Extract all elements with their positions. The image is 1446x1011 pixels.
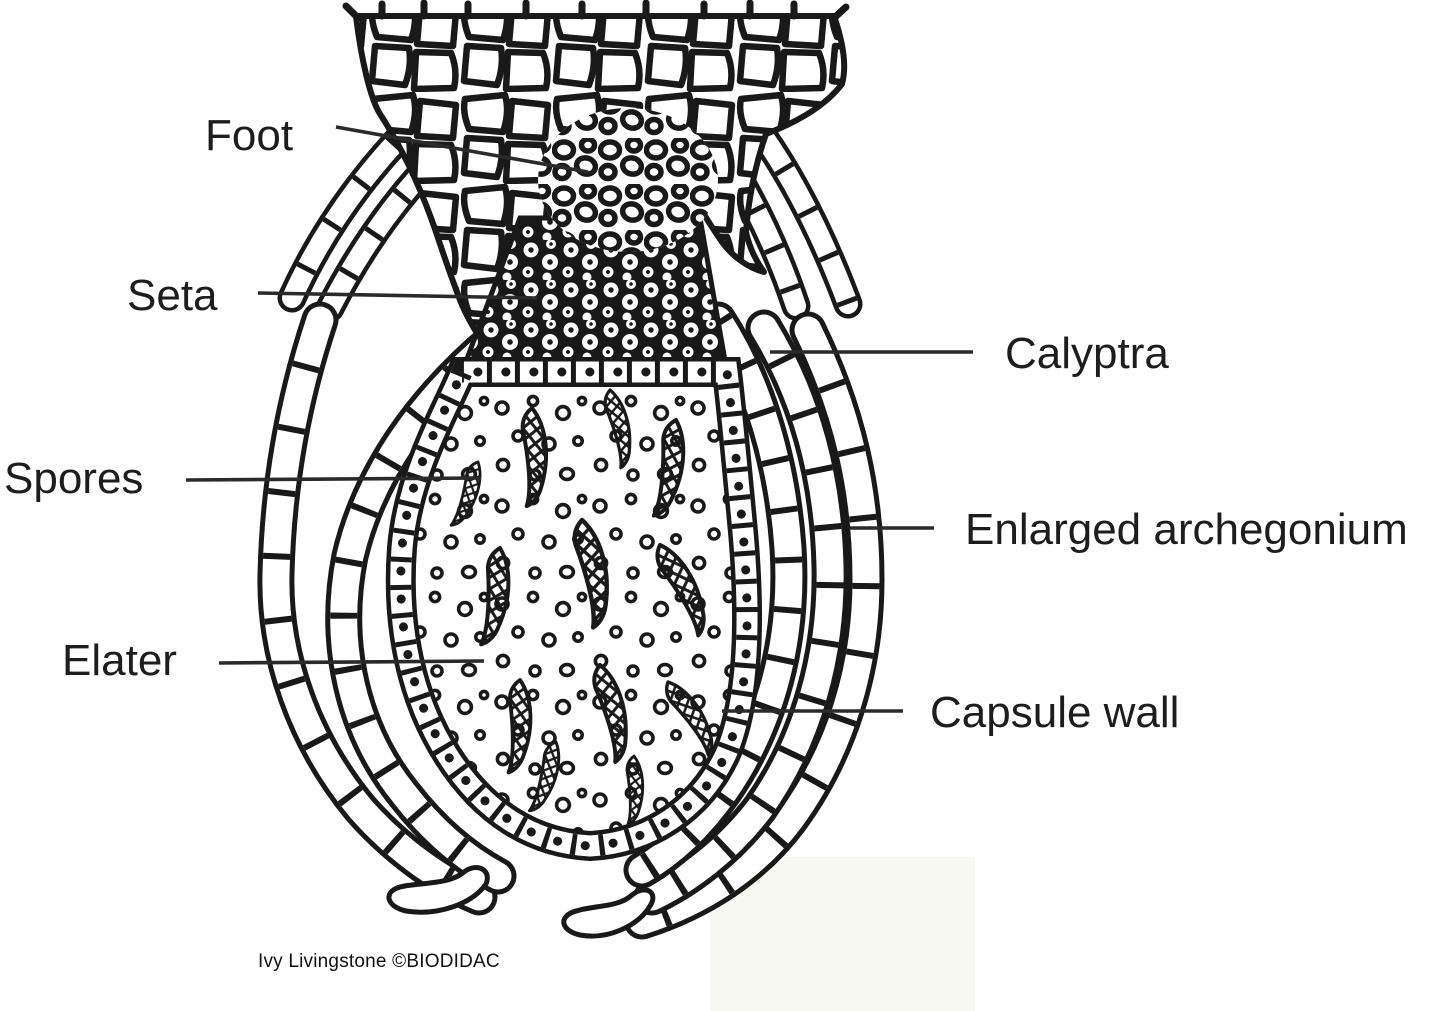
left-sheath-drawing [276,106,498,912]
leader-lines [185,125,973,713]
foot-region-drawing [538,108,718,252]
left-sheath-tip-curl [386,865,490,915]
right-sheath-drawing [561,126,866,939]
foot-leader-line [335,125,589,174]
right-sheath-tip-curl [561,887,656,939]
tissue-top-stubs [342,0,850,22]
image-credit: Ivy Livingstone ©BIODIDAC [258,951,500,972]
label-capsule-wall: Capsule wall [930,688,1180,737]
seta-leader-line [257,291,538,300]
capsule-region-drawing [401,372,747,846]
label-seta: Seta [127,271,218,320]
label-calyptra: Calyptra [1005,329,1169,378]
label-enlarged-archegonium: Enlarged archegonium [965,505,1408,554]
spores-leader-line [185,476,482,482]
label-spores: Spores [4,454,144,503]
label-foot: Foot [205,111,294,160]
elater-leader-line [218,659,485,665]
label-elater: Elater [62,636,177,685]
